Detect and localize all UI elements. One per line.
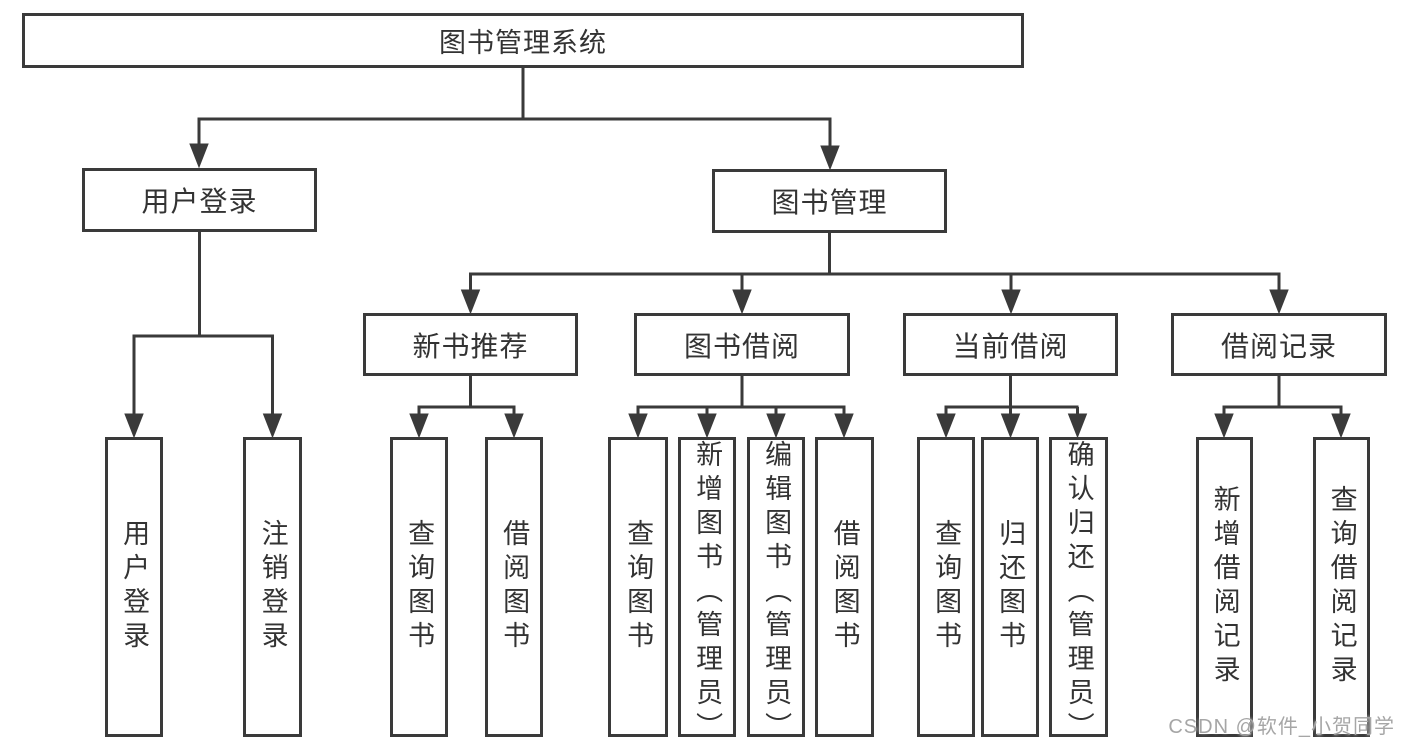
node-book-borrowing: 图书借阅 — [634, 313, 850, 376]
node-borrow-books-recommend: 借阅图书 — [485, 437, 543, 737]
node-user-login-label: 用户登录 — [141, 186, 258, 217]
node-user-login: 用户登录 — [82, 168, 317, 232]
connector-current-borrow-to-leaves — [936, 376, 1088, 439]
node-confirm-return-admin: 确认归还（管理员） — [1049, 437, 1108, 746]
connector-root-to-level2 — [189, 68, 840, 171]
node-edit-book-admin: 编辑图书（管理员） — [747, 437, 805, 746]
node-library-system: 图书管理系统 — [22, 13, 1024, 68]
node-library-system-label: 图书管理系统 — [439, 28, 607, 58]
node-borrow-records-label: 借阅记录 — [1220, 330, 1337, 362]
node-borrow-books-recommend-label: 借阅图书 — [499, 519, 530, 655]
node-borrow-records: 借阅记录 — [1171, 313, 1387, 376]
node-add-borrow-record-label: 新增借阅记录 — [1209, 485, 1240, 689]
csdn-watermark: CSDN @软件_小贺同学 — [1168, 716, 1395, 738]
node-book-management-label: 图书管理 — [771, 187, 888, 218]
node-borrow-books-borrowing: 借阅图书 — [815, 437, 874, 737]
node-add-book-admin: 新增图书（管理员） — [678, 437, 736, 746]
node-query-books-current-label: 查询图书 — [931, 519, 962, 655]
node-query-borrow-record: 查询借阅记录 — [1313, 437, 1370, 737]
node-book-management: 图书管理 — [712, 169, 947, 233]
node-new-book-recommend: 新书推荐 — [363, 313, 578, 376]
node-edit-book-admin-label: 编辑图书（管理员） — [761, 440, 792, 746]
node-add-borrow-record: 新增借阅记录 — [1196, 437, 1253, 737]
connector-book-borrow-to-leaves — [628, 376, 854, 439]
node-logout: 注销登录 — [243, 437, 302, 737]
connector-borrow-records-to-leaves — [1214, 376, 1351, 439]
node-book-borrowing-label: 图书借阅 — [683, 330, 800, 362]
node-query-books-borrowing: 查询图书 — [608, 437, 668, 737]
node-user-login-leaf-label: 用户登录 — [119, 519, 150, 655]
node-borrow-books-borrowing-label: 借阅图书 — [829, 519, 860, 655]
node-query-books-recommend: 查询图书 — [390, 437, 448, 737]
node-logout-label: 注销登录 — [257, 519, 288, 655]
node-confirm-return-admin-label: 确认归还（管理员） — [1063, 440, 1094, 746]
node-query-books-borrowing-label: 查询图书 — [623, 519, 654, 655]
connector-user-login-to-leaves — [124, 232, 283, 439]
node-query-books-current: 查询图书 — [917, 437, 975, 737]
node-current-borrowing: 当前借阅 — [903, 313, 1118, 376]
node-user-login-leaf: 用户登录 — [105, 437, 163, 737]
node-current-borrowing-label: 当前借阅 — [952, 330, 1069, 362]
node-query-books-recommend-label: 查询图书 — [404, 519, 435, 655]
node-add-book-admin-label: 新增图书（管理员） — [692, 440, 723, 746]
connector-book-mgmt-to-level3 — [460, 233, 1289, 315]
node-query-borrow-record-label: 查询借阅记录 — [1326, 485, 1357, 689]
node-return-books-label: 归还图书 — [995, 519, 1026, 655]
node-new-book-recommend-label: 新书推荐 — [412, 330, 529, 362]
connector-new-book-to-leaves — [409, 376, 524, 439]
node-return-books: 归还图书 — [981, 437, 1039, 737]
